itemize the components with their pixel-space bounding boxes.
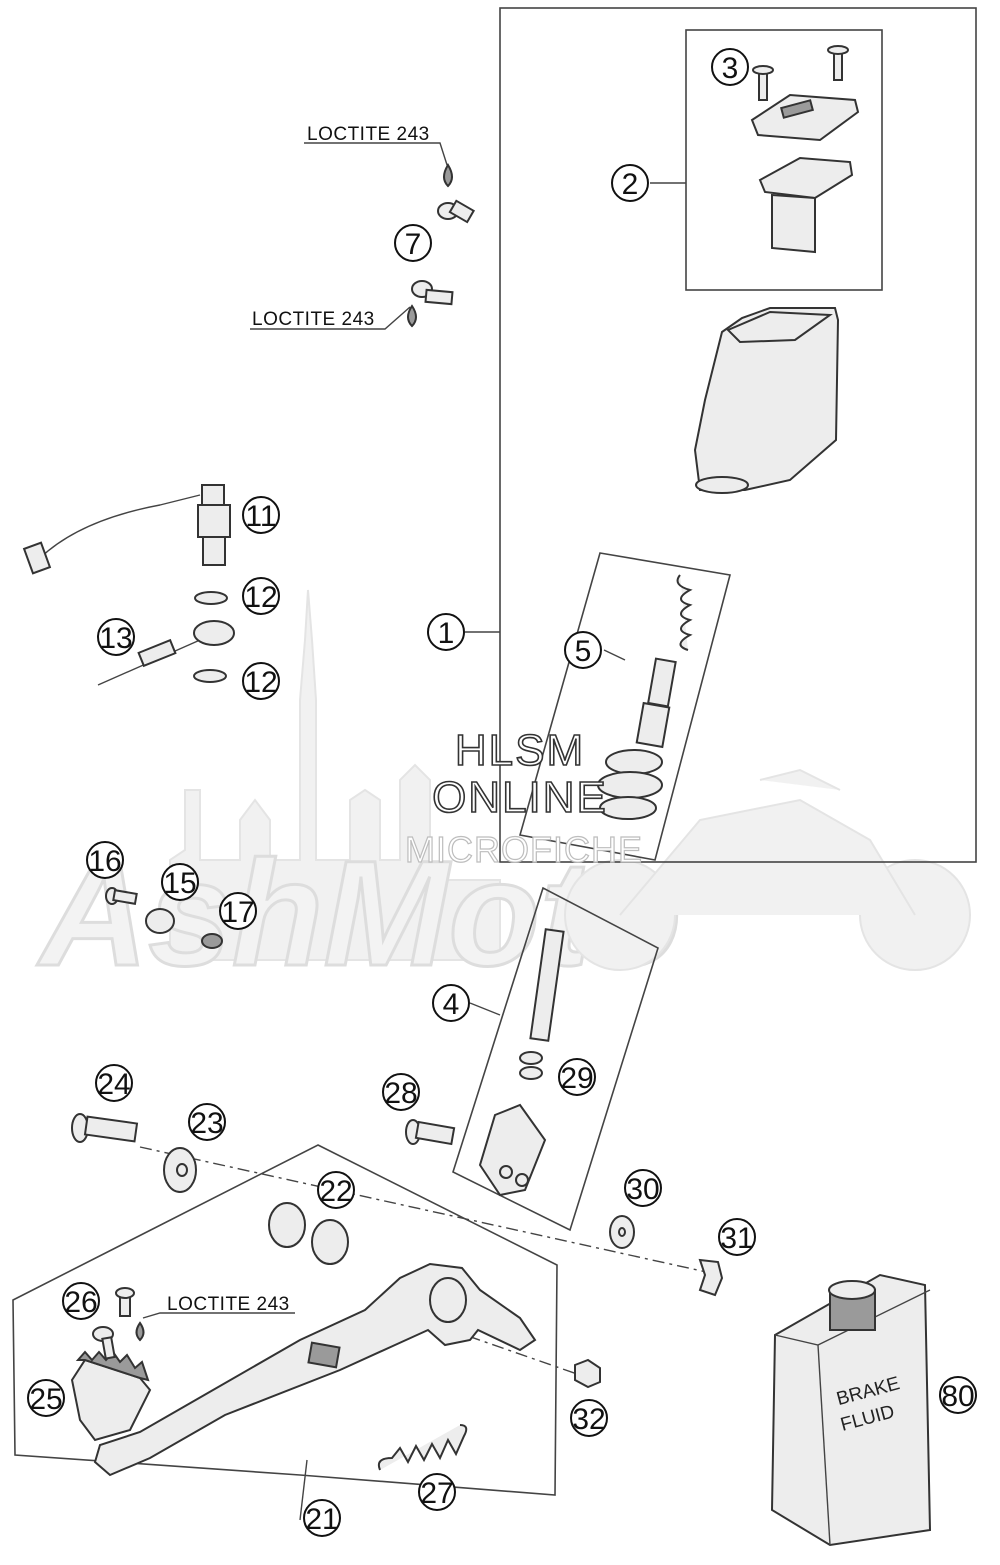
screw-part [752, 45, 849, 101]
callout-22: 22 [317, 1171, 355, 1209]
switch-and-hose-group [22, 484, 235, 686]
callout-25-label: 25 [29, 1383, 62, 1416]
callout-29-label: 29 [560, 1062, 593, 1095]
callout-3: 3 [711, 48, 749, 86]
callout-30-label: 30 [626, 1173, 659, 1206]
callout-29: 29 [558, 1058, 596, 1096]
callout-23-label: 23 [190, 1107, 223, 1140]
watermark-line3: MICROFICHE [405, 829, 643, 870]
callout-11-label: 11 [245, 500, 276, 533]
callout-17: 17 [219, 892, 257, 930]
callout-80: 80 [939, 1376, 977, 1414]
callout-31-label: 31 [720, 1222, 753, 1255]
callout-15: 15 [161, 863, 199, 901]
callout-17-label: 17 [221, 896, 254, 929]
watermark-line1: HLSM [455, 726, 585, 775]
group-box-1 [499, 7, 977, 863]
callout-11: 11 [242, 496, 280, 534]
callout-3-label: 3 [722, 52, 739, 85]
group-box-4 [452, 886, 659, 1232]
callout-23: 23 [188, 1103, 226, 1141]
callout-13: 13 [97, 618, 135, 656]
callout-2-label: 2 [622, 168, 639, 201]
callout-5-label: 5 [575, 635, 592, 668]
piston-kit-part [597, 574, 693, 820]
callout-26: 26 [62, 1282, 100, 1320]
group-box-5 [518, 552, 731, 861]
callout-24-label: 24 [97, 1068, 130, 1101]
callout-4: 4 [432, 984, 470, 1022]
reservoir-cover-part [750, 93, 860, 254]
bushing-group [105, 887, 223, 949]
callout-2: 2 [611, 164, 649, 202]
callout-21-label: 21 [305, 1503, 338, 1536]
callout-22-label: 22 [319, 1175, 352, 1208]
callout-31: 31 [718, 1218, 756, 1256]
callout-12-lower-label: 12 [244, 666, 277, 699]
callout-24: 24 [95, 1064, 133, 1102]
callout-27-label: 27 [420, 1477, 453, 1510]
loctite-label-mid: LOCTITE 243 [252, 309, 375, 330]
watermark-background: AshMoto [35, 589, 971, 999]
callout-1-label: 1 [438, 617, 455, 650]
brake-fluid-jar: BRAKE FLUID [770, 1273, 932, 1547]
callout-26-label: 26 [64, 1286, 97, 1319]
group-box-21 [12, 1144, 558, 1496]
master-cylinder-body-part [693, 307, 840, 494]
callout-16: 16 [86, 841, 124, 879]
callout-21: 21 [303, 1499, 341, 1537]
callout-25: 25 [27, 1379, 65, 1417]
group-box-2 [685, 29, 883, 291]
master-cylinder-group [452, 7, 977, 1232]
callout-5: 5 [564, 631, 602, 669]
callout-16-label: 16 [88, 845, 121, 878]
loctite-label-bottom: LOCTITE 243 [167, 1294, 290, 1315]
push-rod-part [478, 928, 565, 1197]
callout-32-label: 32 [572, 1403, 605, 1436]
callout-30: 30 [624, 1169, 662, 1207]
brake-pedal-group [12, 1113, 724, 1496]
callout-13-label: 13 [99, 622, 132, 655]
callout-28: 28 [382, 1073, 420, 1111]
callout-7-label: 7 [405, 228, 422, 261]
callout-7: 7 [394, 224, 432, 262]
callout-12-upper: 12 [242, 577, 280, 615]
callout-32: 32 [570, 1399, 608, 1437]
callout-12-lower: 12 [242, 662, 280, 700]
watermark-line2: ONLINE [432, 773, 608, 822]
callout-12-upper-label: 12 [244, 581, 277, 614]
loctite-label-top: LOCTITE 243 [307, 124, 430, 145]
callout-1: 1 [427, 613, 465, 651]
leader-lines [299, 182, 686, 1521]
callout-80-label: 80 [941, 1380, 974, 1413]
callout-4-label: 4 [443, 988, 460, 1021]
callout-27: 27 [418, 1473, 456, 1511]
bolt-group-7 [250, 142, 476, 330]
callout-15-label: 15 [163, 867, 196, 900]
callout-28-label: 28 [384, 1077, 417, 1110]
